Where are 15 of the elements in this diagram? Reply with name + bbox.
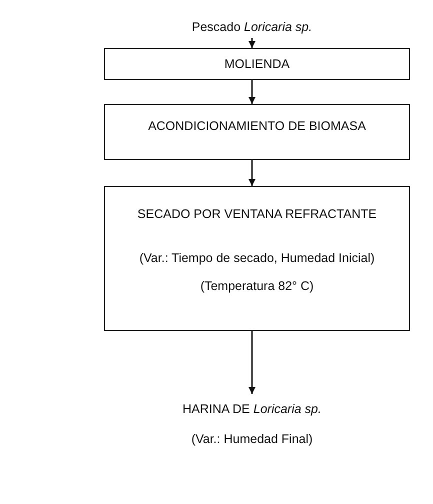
arrow (248, 80, 256, 104)
arrow (248, 160, 256, 186)
process-box (104, 186, 410, 331)
arrow (248, 38, 256, 48)
step-label: Pescado Loricaria sp. (192, 20, 312, 34)
step-label: SECADO POR VENTANA REFRACTANTE (137, 207, 377, 221)
step-label: MOLIENDA (224, 57, 290, 71)
step-label: ACONDICIONAMIENTO DE BIOMASA (148, 119, 366, 133)
arrow (248, 331, 256, 394)
process-box (104, 104, 410, 160)
step-note: (Var.: Humedad Final) (191, 432, 313, 446)
step-note: (Var.: Tiempo de secado, Humedad Inicial) (139, 251, 375, 265)
process-box (104, 48, 410, 80)
step-note: (Temperatura 82° C) (200, 279, 314, 293)
step-label: HARINA DE Loricaria sp. (182, 402, 322, 416)
